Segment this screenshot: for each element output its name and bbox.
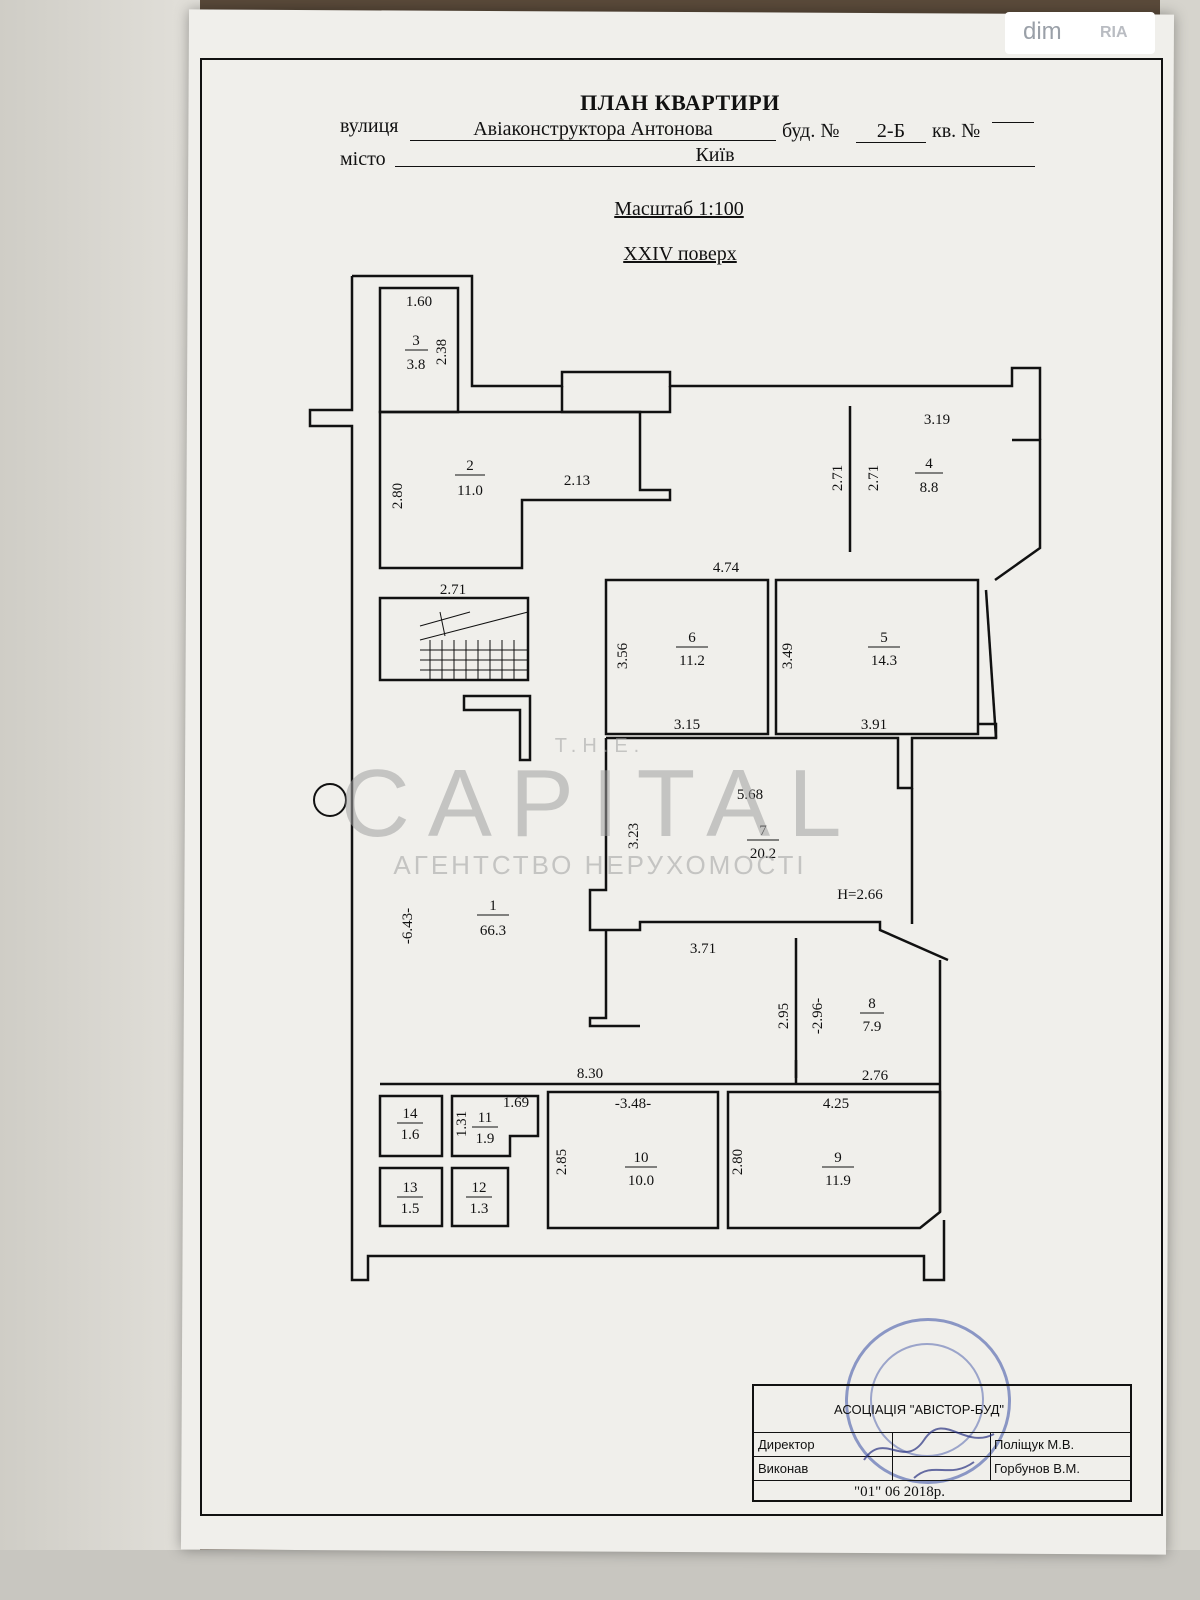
dim-label: 2.71 [830,465,846,491]
room-9-number: 9 [834,1150,842,1166]
dim-label: 3.56 [615,642,631,669]
building-value: 2-Б [856,120,926,143]
logo-tag: RIA [1100,24,1128,41]
room-11-number: 11 [478,1110,492,1126]
logo-text: dim [1023,18,1062,45]
room-12-number: 12 [472,1180,487,1196]
room-4-number: 4 [925,456,933,472]
room-12-area: 1.3 [470,1201,489,1217]
room-13-area: 1.5 [401,1201,420,1217]
room-2-area: 11.0 [457,483,483,499]
dim-label: 2.71 [866,465,882,491]
room-7-number: 7 [759,823,767,839]
dimension-labels: 1.60 2.38 2.80 2.13 2.71 3.19 2.71 2.71 … [390,294,950,1175]
dim-label: 2.13 [564,473,590,489]
room-3-area: 3.8 [407,357,426,373]
dim-label: 2.85 [554,1149,570,1175]
background-bottom [0,1550,1200,1600]
dim-label: 8.30 [577,1066,603,1082]
room-7-area: 20.2 [750,846,776,862]
room-10-number: 10 [634,1150,649,1166]
scale-label: Масштаб 1:100 [614,198,744,220]
executor-name: Горбунов В.М. [994,1461,1080,1476]
floor-label: XXIV поверх [623,243,737,265]
room-8-area: 7.9 [863,1019,882,1035]
entrance-marker [313,783,347,817]
building-label: буд. № [782,120,840,142]
dim-label: 2.38 [434,339,450,365]
room-5-area: 14.3 [871,653,897,669]
room-11-area: 1.9 [476,1131,495,1147]
dim-label: 5.68 [737,787,763,803]
watermark-top: T.H.E. [554,735,646,757]
room-fraction-lines [397,349,943,1198]
watermark-sub: АГЕНТСТВО НЕРУХОМОСТІ [393,850,807,880]
dim-label: 2.71 [440,582,466,598]
watermark-main: CAPITAL [340,750,860,857]
dim-label: 2.95 [776,1003,792,1029]
director-label: Директор [758,1437,815,1452]
dim-label: 2.80 [730,1149,746,1175]
room-3-number: 3 [412,333,420,349]
dim-label: -3.48- [615,1096,651,1112]
room-10-area: 10.0 [628,1173,654,1189]
dim-label: 4.74 [713,560,740,576]
room-9-area: 11.9 [825,1173,851,1189]
organization-name: АСОЦІАЦІЯ "АВІСТОР-БУД" [834,1402,1005,1417]
room-4-area: 8.8 [920,480,939,496]
dim-label: -2.96- [810,998,826,1034]
document-date: "01" 06 2018р. [854,1484,945,1500]
dim-label: 4.25 [823,1096,849,1112]
city-value: Київ [395,144,1035,167]
city-label: місто [340,148,386,170]
dim-label: 1.69 [503,1095,529,1111]
walls [308,274,1042,1282]
site-logo: dim RIA [1005,12,1155,54]
room-8-number: 8 [868,996,876,1012]
room-1-area: 66.3 [480,923,506,939]
signature [863,1427,995,1479]
dim-label: 2.80 [390,483,406,509]
dim-label: 3.49 [780,643,796,669]
director-name: Поліщук М.В. [994,1437,1075,1452]
dim-label: -6.43- [400,908,416,944]
dim-label: 3.15 [674,717,700,733]
dim-label: 2.76 [862,1068,889,1084]
apartment-label: кв. № [932,120,981,142]
dim-label: 3.23 [626,823,642,849]
dim-label: 3.71 [690,941,716,957]
room-1-number: 1 [489,898,497,914]
stairs [419,611,529,680]
street-value: Авіаконструктора Антонова [410,118,776,141]
street-label: вулиця [340,115,399,137]
dim-label: 1.60 [406,294,432,310]
room-2-number: 2 [466,458,474,474]
room-14-area: 1.6 [401,1127,420,1143]
room-13-number: 13 [403,1180,418,1196]
background-left [0,0,200,1600]
title-block: АСОЦІАЦІЯ "АВІСТОР-БУД" Директор Поліщук… [752,1384,1132,1502]
room-14-number: 14 [403,1106,419,1122]
dim-label: 3.91 [861,717,887,733]
dim-label: 1.31 [454,1111,470,1137]
room-6-area: 11.2 [679,653,705,669]
executor-label: Виконав [758,1461,809,1476]
ceiling-height: H=2.66 [837,887,883,903]
apartment-value [992,122,1034,123]
watermark: T.H.E. CAPITAL АГЕНТСТВО НЕРУХОМОСТІ [300,735,900,881]
room-5-number: 5 [880,630,888,646]
dim-label: 3.19 [924,412,950,428]
page-title: ПЛАН КВАРТИРИ [580,90,780,115]
room-6-number: 6 [688,630,696,646]
drawing-frame [200,58,1163,1516]
room-labels: 3 3.8 2 11.0 4 8.8 6 11.2 5 14.3 7 20.2 … [401,333,939,1217]
